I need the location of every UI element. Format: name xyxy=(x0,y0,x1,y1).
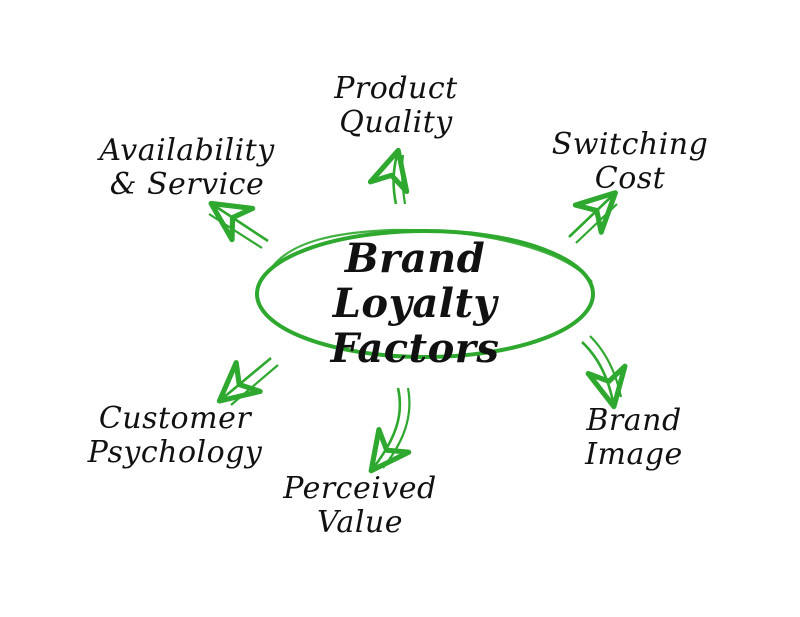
node-brand-image-line-1: Brand xyxy=(586,403,682,438)
node-availability-line-1: Availability xyxy=(99,133,275,168)
node-product-quality-line-1: Product xyxy=(334,71,458,106)
center-line-2: Loyalty xyxy=(332,280,498,327)
node-customer-psychology: Customer Psychology xyxy=(80,402,270,470)
center-label: Brand Loyalty Factors xyxy=(315,236,515,371)
node-switching-cost-line-2: Cost xyxy=(594,161,666,196)
node-availability-line-2: & Service xyxy=(109,167,265,202)
node-brand-image: Brand Image xyxy=(564,404,704,472)
node-customer-psychology-line-1: Customer xyxy=(98,401,252,436)
arrow-customer-psychology xyxy=(216,357,279,406)
center-line-3: Factors xyxy=(330,325,500,372)
arrow-availability xyxy=(208,200,269,249)
node-perceived-value-line-2: Value xyxy=(317,505,403,540)
node-switching-cost-line-1: Switching xyxy=(551,127,709,162)
node-switching-cost: Switching Cost xyxy=(540,128,720,196)
arrow-product-quality xyxy=(367,147,410,205)
node-perceived-value-line-1: Perceived xyxy=(283,471,437,506)
arrow-switching-cost xyxy=(568,190,618,244)
node-perceived-value: Perceived Value xyxy=(270,472,450,540)
arrow-perceived-value xyxy=(368,387,412,474)
node-availability-service: Availability & Service xyxy=(82,134,292,202)
center-line-1: Brand xyxy=(344,235,486,282)
node-product-quality: Product Quality xyxy=(316,72,476,140)
node-customer-psychology-line-2: Psychology xyxy=(87,435,263,470)
node-brand-image-line-2: Image xyxy=(585,437,683,472)
arrow-brand-image xyxy=(581,335,628,410)
node-product-quality-line-2: Quality xyxy=(339,105,453,140)
ellipse-stroke-accent xyxy=(269,228,593,283)
